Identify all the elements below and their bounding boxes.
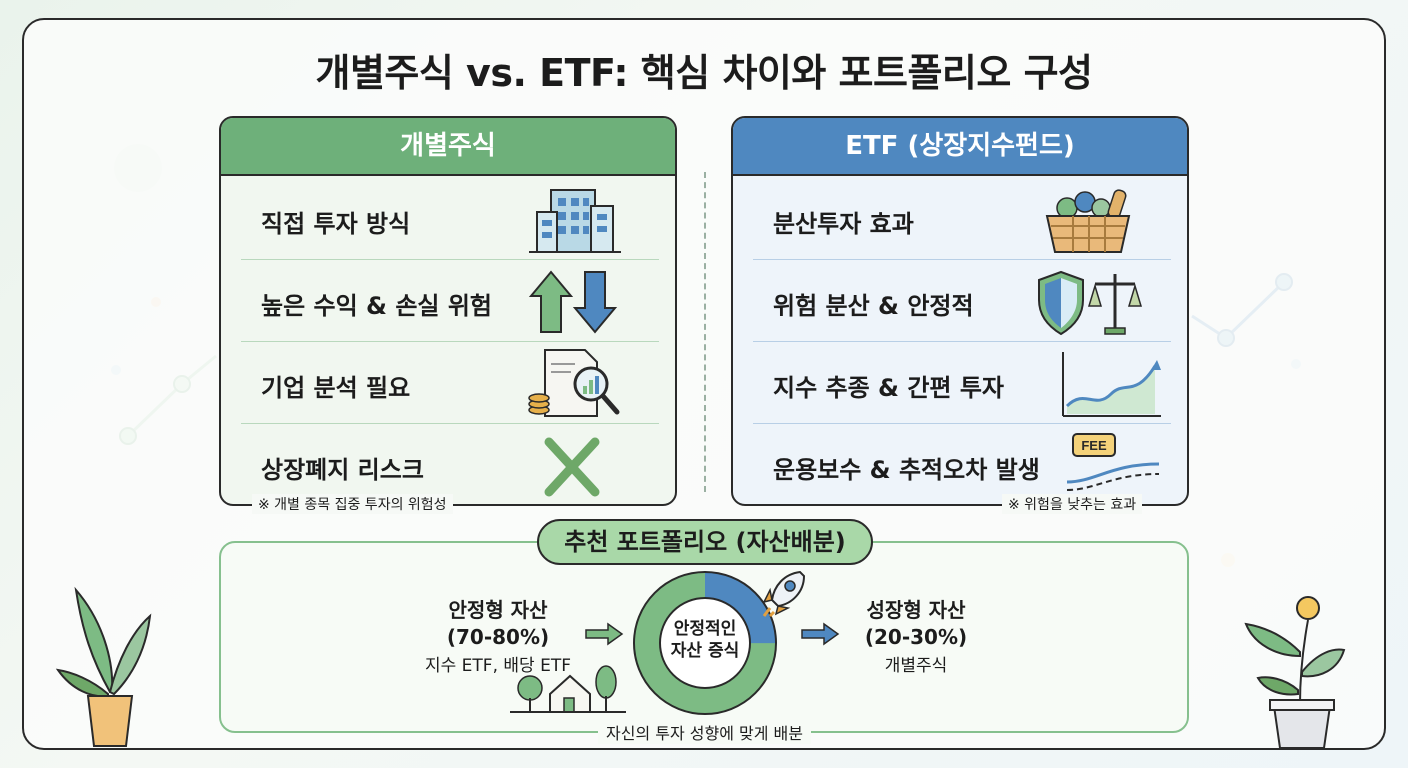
fee-tag-text: FEE (1081, 438, 1107, 453)
stable-asset-desc: 지수 ETF, 배당 ETF (425, 656, 571, 676)
list-item: 운용보수 & 추적오차 발생 FEE (753, 424, 1171, 506)
individual-stock-panel: 개별주식 직접 투자 방식 높은 수익 & 손실 위험 기업 분석 필요 (219, 116, 677, 506)
growth-asset-title: 성장형 자산 (866, 598, 966, 622)
rocket-icon (762, 570, 806, 618)
index-tracking-label: 지수 추종 & 간편 투자 (773, 374, 1004, 402)
portfolio-title: 추천 포트폴리오 (자산배분) (537, 519, 873, 565)
donut-center-line2: 자산 증식 (670, 641, 740, 661)
house-trees-icon (510, 665, 626, 713)
delisting-risk-label: 상장폐지 리스크 (261, 456, 424, 484)
stable-asset-range: (70-80%) (446, 625, 550, 649)
growth-asset-range: (20-30%) (864, 625, 968, 649)
allocation-note: 자신의 투자 성향에 맞게 배분 (598, 720, 811, 744)
etf-note: ※ 위험을 낮추는 효과 (1002, 494, 1143, 514)
direct-investment-label: 직접 투자 방식 (261, 210, 411, 238)
fee-tracking-error-label: 운용보수 & 추적오차 발생 (773, 456, 1040, 484)
growth-asset-desc: 개별주식 (884, 656, 948, 676)
list-item: 높은 수익 & 손실 위험 (241, 260, 659, 342)
page-title: 개별주식 vs. ETF: 핵심 차이와 포트폴리오 구성 (315, 51, 1093, 95)
coin-plant-icon (1244, 596, 1346, 749)
etf-panel: ETF (상장지수펀드) 분산투자 효과 위험 분산 & 안정적 (731, 116, 1189, 506)
company-analysis-label: 기업 분석 필요 (261, 374, 411, 402)
list-item: 기업 분석 필요 (241, 342, 659, 424)
list-item: 상장폐지 리스크 (241, 424, 659, 506)
list-item: 분산투자 효과 (753, 178, 1171, 260)
fee-tracking-icon: FEE (1066, 433, 1160, 491)
report-magnifier-icon (528, 349, 620, 417)
panel-divider (704, 172, 706, 492)
building-icon (529, 189, 621, 253)
list-item: 직접 투자 방식 (241, 178, 659, 260)
right-arrow-icon (585, 622, 624, 646)
individual-stock-header: 개별주식 (221, 118, 675, 176)
shield-scale-icon (1038, 270, 1143, 336)
stable-asset-title: 안정형 자산 (448, 598, 548, 622)
high-return-risk-label: 높은 수익 & 손실 위험 (261, 292, 492, 320)
stable-asset-block: 안정형 자산 (70-80%) 지수 ETF, 배당 ETF (410, 594, 586, 676)
individual-stock-note: ※ 개별 종목 집중 투자의 위험성 (252, 494, 453, 514)
growth-asset-block: 성장형 자산 (20-30%) 개별주식 (846, 594, 986, 676)
allocation-donut (633, 571, 777, 715)
diversification-label: 분산투자 효과 (773, 210, 914, 238)
list-item: 위험 분산 & 안정적 (753, 260, 1171, 342)
right-arrow-icon (801, 622, 840, 646)
plant-pot-icon (55, 586, 152, 747)
list-item: 지수 추종 & 간편 투자 (753, 342, 1171, 424)
donut-growth-slice (634, 572, 776, 714)
up-down-arrows-icon (528, 270, 618, 334)
etf-header: ETF (상장지수펀드) (733, 118, 1187, 176)
risk-spread-label: 위험 분산 & 안정적 (773, 292, 974, 320)
growth-chart-icon (1062, 352, 1161, 417)
donut-center-line1: 안정적인 (673, 619, 737, 639)
donut-center-label: 안정적인 자산 증식 (660, 618, 750, 662)
x-mark-icon (544, 437, 600, 497)
basket-icon (1045, 189, 1131, 253)
